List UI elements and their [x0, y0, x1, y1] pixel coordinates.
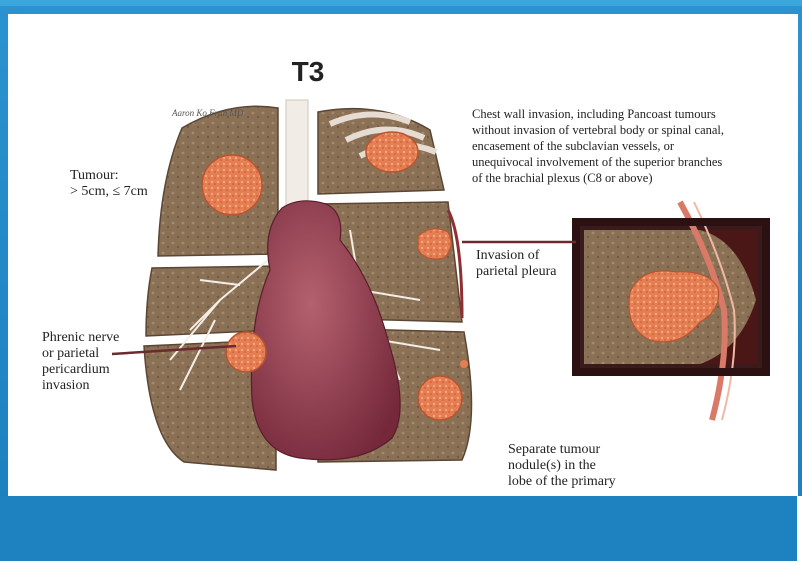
page-title: T3 — [268, 56, 348, 88]
pericardium-tumour — [226, 332, 266, 372]
tumour-size-line-2: > 5cm, ≤ 7cm — [70, 184, 148, 200]
pleural-tumour — [418, 229, 451, 259]
phrenic-line-4: invasion — [42, 378, 119, 394]
tumour-size-line-1: Tumour: — [70, 168, 148, 184]
tumour-size-label: Tumour: > 5cm, ≤ 7cm — [70, 168, 148, 200]
nodule-label: Separate tumour nodule(s) in the lobe of… — [508, 442, 616, 490]
phrenic-label: Phrenic nerve or parietal pericardium in… — [42, 330, 119, 394]
nodule-line-1: Separate tumour — [508, 442, 616, 458]
chest-wall-label: Chest wall invasion, including Pancoast … — [472, 106, 724, 186]
chest-wall-line-2: without invasion of vertebral body or sp… — [472, 122, 724, 138]
separate-nodule — [418, 376, 462, 420]
small-nodule — [460, 360, 468, 368]
pleura-line-1: Invasion of — [476, 248, 556, 264]
chest-wall-line-3: encasement of the subclavian vessels, or — [472, 138, 724, 154]
chest-wall-line-1: Chest wall invasion, including Pancoast … — [472, 106, 724, 122]
pleura-line-2: parietal pleura — [476, 264, 556, 280]
artist-signature: Aaron Ko Fran MD — [172, 108, 243, 118]
primary-tumour — [202, 155, 262, 215]
phrenic-line-1: Phrenic nerve — [42, 330, 119, 346]
pleura-inset — [576, 202, 766, 420]
chest-wall-line-4: unequivocal involvement of the superior … — [472, 154, 724, 170]
nodule-line-2: nodule(s) in the — [508, 458, 616, 474]
phrenic-line-2: or parietal — [42, 346, 119, 362]
nodule-line-3: lobe of the primary — [508, 474, 616, 490]
phrenic-line-3: pericardium — [42, 362, 119, 378]
chest-wall-line-5: of the brachial plexus (C8 or above) — [472, 170, 724, 186]
chest-wall-tumour — [366, 132, 418, 172]
pleura-label: Invasion of parietal pleura — [476, 248, 556, 280]
